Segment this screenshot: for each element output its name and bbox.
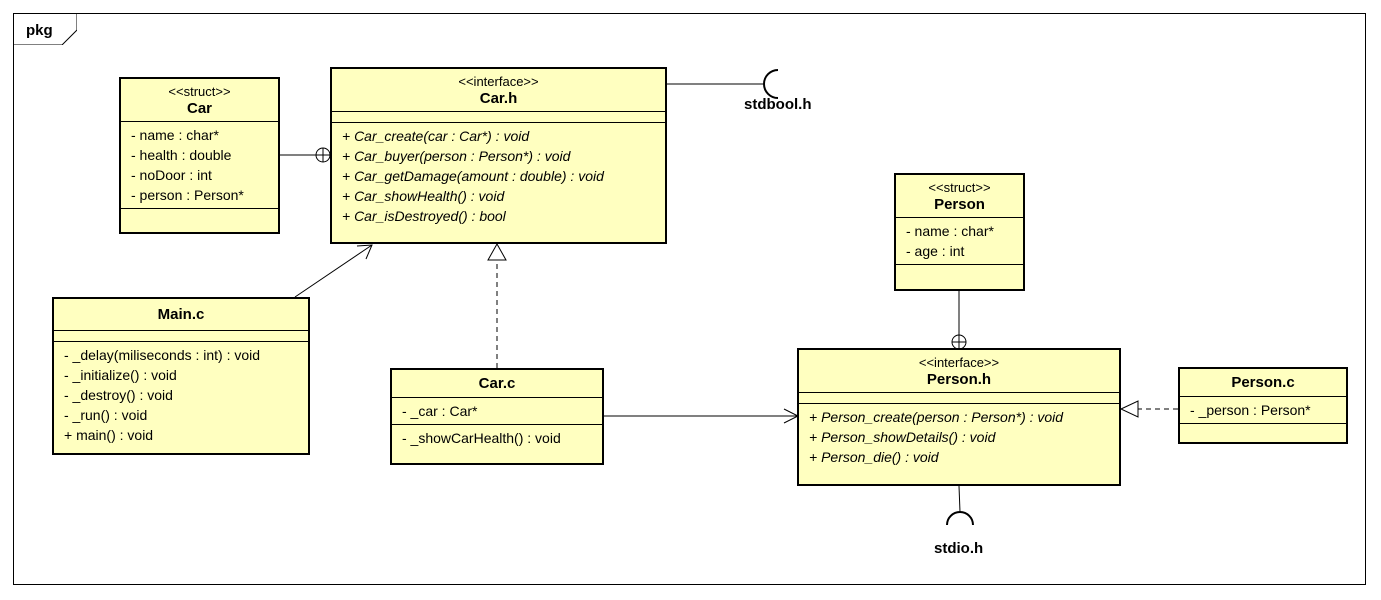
attribute: - name : char* [906,223,994,239]
realization-arrow-personh [1119,400,1139,418]
nesting-circle-person [951,334,967,350]
operations-section: + Person_create(person : Person*) : void… [799,404,1119,470]
operations-section [121,209,278,219]
class-header: Main.c [54,299,308,331]
operation: + Car_buyer(person : Person*) : void [342,148,571,164]
stereotype: <<struct>> [168,84,231,99]
attributes-section: - _person : Person* [1180,397,1346,424]
attributes-section: - _car : Car* [392,398,602,425]
operations-section [896,265,1023,275]
class-name: Person.h [926,371,992,388]
package-label: pkg [26,22,53,39]
operation: + Car_create(car : Car*) : void [342,128,530,144]
operations-section: + Car_create(car : Car*) : void + Car_bu… [332,123,665,229]
attributes-section [799,393,1119,404]
stdbool-label: stdbool.h [744,96,812,113]
attribute: - name : char* [131,127,219,143]
operation: + Person_create(person : Person*) : void [809,409,1064,425]
class-header: Person.c [1180,369,1346,397]
attribute: - age : int [906,243,965,259]
operation: + Car_getDamage(amount : double) : void [342,168,604,184]
class-header: Car.c [392,370,602,398]
stereotype: <<interface>> [918,355,1000,370]
operation: - _initialize() : void [64,367,177,383]
attribute: - person : Person* [131,187,244,203]
attribute: - noDoor : int [131,167,212,183]
operation: - _showCarHealth() : void [402,430,561,446]
class-header: <<struct>> Car [121,79,278,122]
class-person-c[interactable]: Person.c - _person : Person* [1178,367,1348,444]
operations-section [1180,424,1346,434]
class-name: Car.c [478,375,516,392]
operation: + Person_die() : void [809,449,939,465]
class-name: Car.h [479,90,518,107]
class-car-struct[interactable]: <<struct>> Car - name : char* - health :… [119,77,280,234]
package-tab [13,13,77,45]
attribute: - _car : Car* [402,403,478,419]
operation: + Car_isDestroyed() : bool [342,208,506,224]
class-main-c[interactable]: Main.c - _delay(miliseconds : int) : voi… [52,297,310,455]
attributes-section [332,112,665,123]
class-header: <<interface>> Person.h [799,350,1119,393]
socket-stdio [946,511,974,526]
stereotype: <<struct>> [928,180,991,195]
attribute: - health : double [131,147,232,163]
edge-main-carh [294,244,373,298]
edge-personh-stdio [958,485,961,513]
arrow-main-carh [356,244,373,260]
operation: + Person_showDetails() : void [809,429,996,445]
class-person-h[interactable]: <<interface>> Person.h + Person_create(p… [797,348,1121,486]
operation: - _run() : void [64,407,148,423]
socket-stdbool [763,69,779,99]
attributes-section: - name : char* - health : double - noDoo… [121,122,278,209]
operation: - _delay(miliseconds : int) : void [64,347,261,363]
stdio-label: stdio.h [934,540,984,557]
nesting-circle-car [315,147,331,163]
class-person-struct[interactable]: <<struct>> Person - name : char* - age :… [894,173,1025,291]
attribute: - _person : Person* [1190,402,1311,418]
class-name: Person [934,196,985,213]
operation: - _destroy() : void [64,387,173,403]
class-header: <<interface>> Car.h [332,69,665,112]
operations-section: - _showCarHealth() : void [392,425,602,451]
class-name: Main.c [157,306,205,323]
operation: + Car_showHealth() : void [342,188,505,204]
attributes-section [54,331,308,342]
package-frame [13,13,1366,585]
operation: + main() : void [64,427,154,443]
attributes-section: - name : char* - age : int [896,218,1023,265]
class-car-c[interactable]: Car.c - _car : Car* - _showCarHealth() :… [390,368,604,465]
realization-arrow-carh [487,242,507,261]
operations-section: - _delay(miliseconds : int) : void - _in… [54,342,308,448]
class-name: Person.c [1231,374,1295,391]
class-header: <<struct>> Person [896,175,1023,218]
class-car-h[interactable]: <<interface>> Car.h + Car_create(car : C… [330,67,667,244]
class-name: Car [186,100,212,117]
stereotype: <<interface>> [458,74,539,89]
